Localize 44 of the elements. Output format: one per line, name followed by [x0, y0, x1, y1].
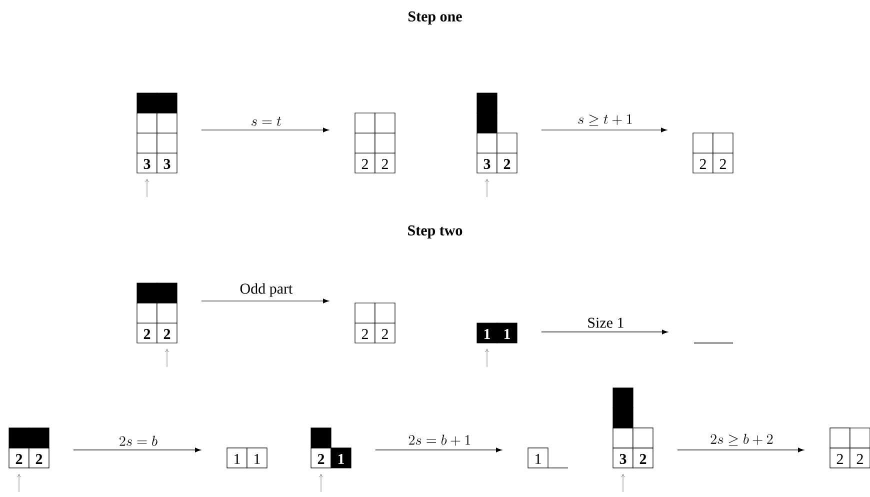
tableau: 2 2: [136, 282, 178, 344]
arrow: [541, 330, 668, 334]
node-label: 2: [36, 454, 42, 464]
arrow: [201, 298, 329, 304]
node-label: 3: [144, 158, 150, 170]
tableau: 2 2: [354, 302, 396, 344]
tableau: 2 2: [692, 132, 734, 174]
edge-label: $s \geq t+1$: [578, 114, 632, 126]
node-label: 3: [484, 158, 490, 170]
edge-label: $2s \geq b+2$: [710, 434, 773, 446]
node-label: 2: [382, 159, 388, 169]
tableau: 3 3: [136, 92, 178, 174]
node-label: 1: [254, 454, 260, 464]
arrow: [73, 448, 202, 452]
heading: Step two: [408, 225, 462, 239]
tableau: 2 1: [310, 428, 352, 468]
arrow: [677, 448, 804, 452]
edge-label: Odd part: [240, 283, 293, 297]
node-label: 2: [856, 454, 863, 464]
edge-label: $2s = b$: [120, 436, 158, 446]
tableau: 3 2: [612, 388, 654, 468]
edge-label: Size 1: [588, 318, 624, 328]
tableau: 1: [528, 448, 568, 468]
tableau: 3 2: [476, 92, 518, 174]
arrow: [201, 128, 329, 132]
edge-label: $2s = b+1$: [408, 434, 470, 446]
edge-label: $s = t$: [252, 116, 282, 126]
tableau: 1 1: [226, 448, 268, 468]
node-label: 2: [362, 159, 368, 169]
arrow: [541, 128, 667, 132]
node-label: 2: [164, 329, 170, 339]
node-label: 2: [720, 159, 726, 169]
tableau: 2 2: [830, 428, 870, 468]
arrow: [375, 448, 502, 452]
node-label: 2: [640, 454, 646, 464]
node-label: 1: [338, 454, 344, 464]
node-label: 2: [504, 159, 510, 169]
heading: Step one: [408, 11, 462, 25]
node-label: 1: [504, 329, 510, 339]
tableau: 1 1: [476, 322, 518, 344]
node-label: 2: [382, 329, 388, 339]
tableau: 2 2: [354, 112, 396, 174]
tableau: 2 2: [8, 428, 50, 468]
node-label: 3: [164, 158, 170, 170]
